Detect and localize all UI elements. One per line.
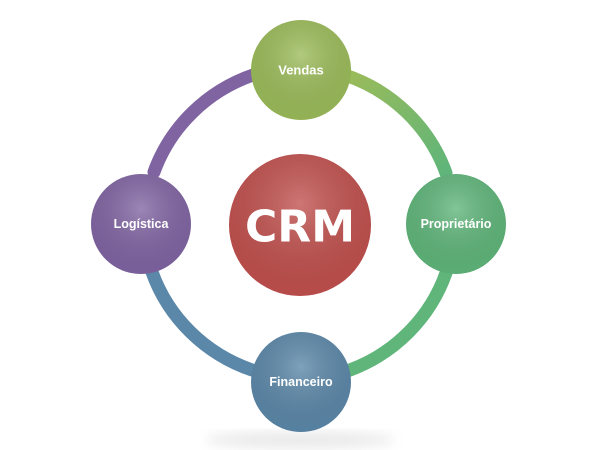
floor-shadow [205, 432, 395, 448]
node-financeiro-label: Financeiro [269, 375, 333, 389]
node-logistica: Logística [91, 174, 191, 274]
arc-logistica-vendas [147, 68, 260, 179]
ring [145, 68, 453, 377]
node-proprietario-label: Proprietário [421, 217, 492, 231]
arc-vendas-proprietario [338, 68, 453, 180]
node-proprietario: Proprietário [406, 174, 506, 274]
center-label: CRM [245, 202, 355, 253]
arc-proprietario-financeiro [343, 266, 453, 377]
node-financeiro: Financeiro [251, 332, 351, 432]
node-vendas-label: Vendas [278, 63, 324, 78]
node-vendas: Vendas [251, 20, 351, 120]
arc-financeiro-logistica [145, 265, 259, 377]
node-center-crm: CRM [229, 154, 371, 296]
node-logistica-label: Logística [114, 217, 170, 231]
